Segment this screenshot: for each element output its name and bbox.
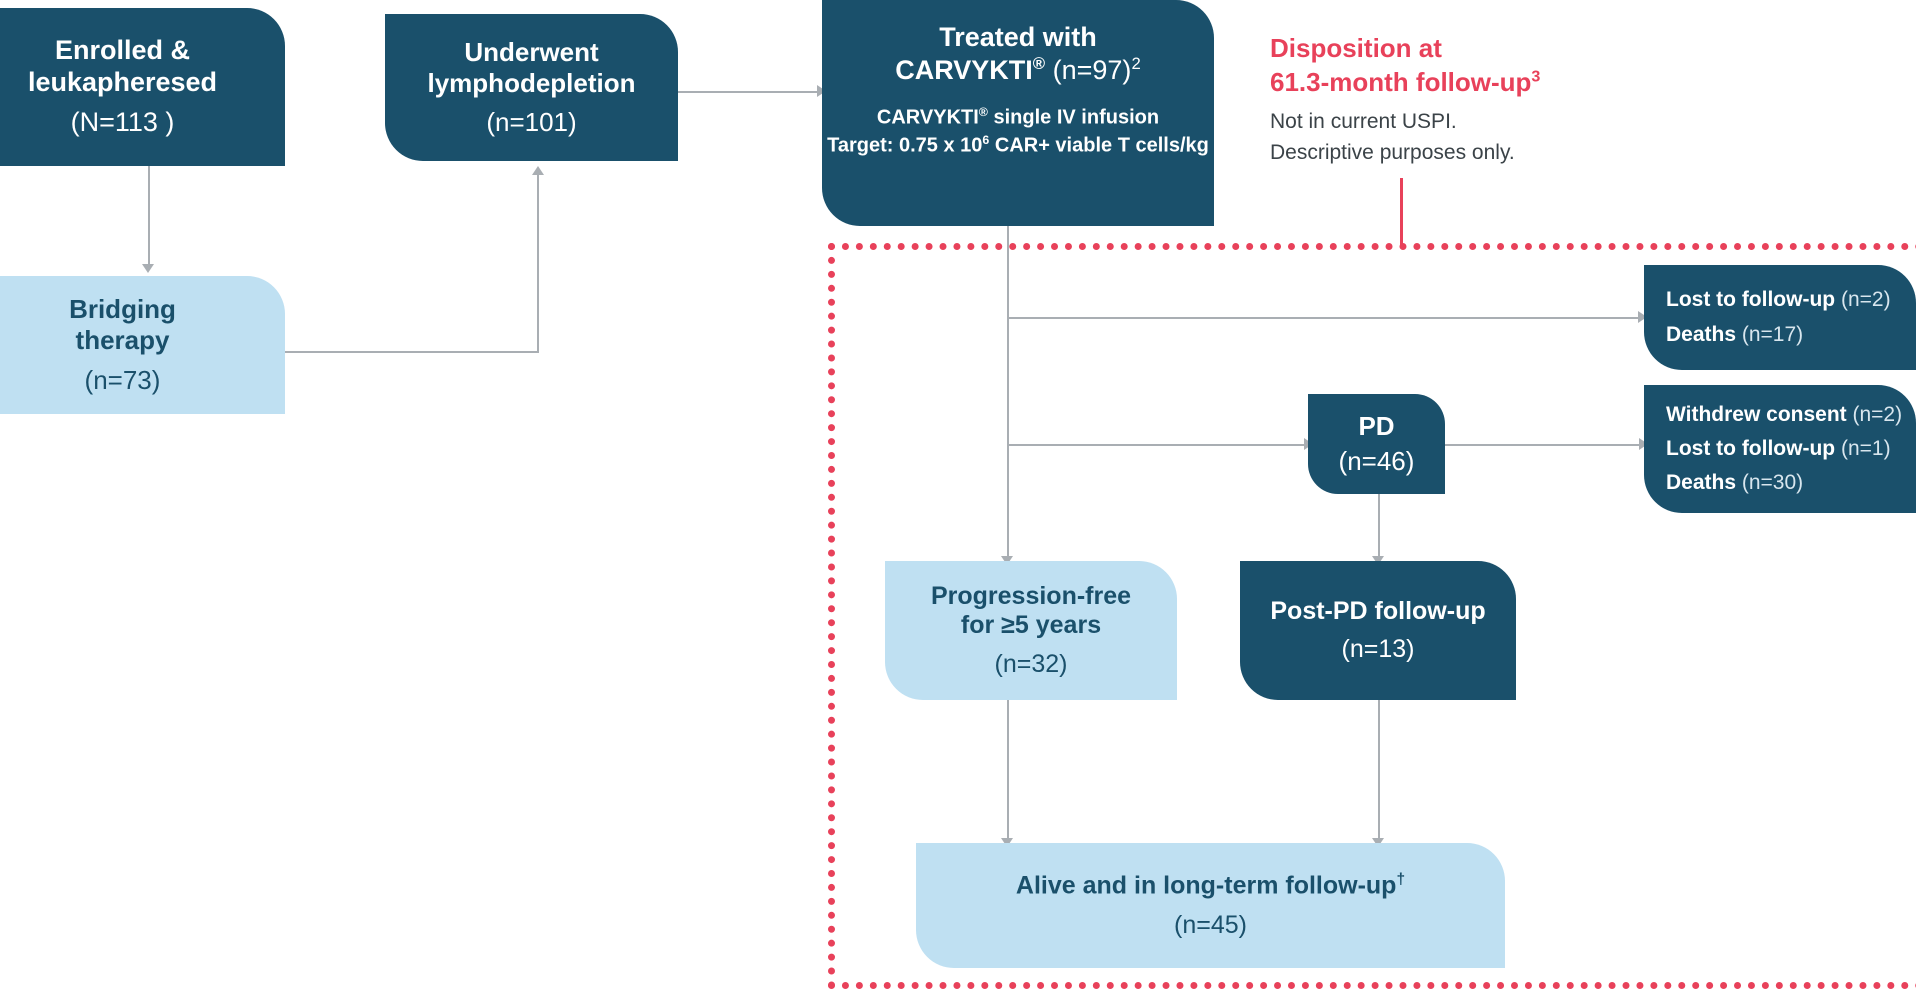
node-progression-free-count: (n=32) bbox=[994, 649, 1068, 678]
outcome-value: (n=30) bbox=[1736, 471, 1804, 494]
callout-heading-line1: Disposition at bbox=[1270, 33, 1442, 63]
outcome-value: (n=1) bbox=[1835, 436, 1891, 460]
arrowhead-treated-to-progression-free bbox=[1001, 556, 1013, 565]
node-alive-long-term-followup[interactable]: Alive and in long-term follow-up† (n=45) bbox=[916, 843, 1505, 968]
node-treated-title-line1: Treated with bbox=[939, 22, 1097, 52]
connector-treated-trunk bbox=[1007, 226, 1009, 560]
arrowhead-bridging-to-lymphodepletion bbox=[532, 166, 544, 175]
node-pd-count: (n=46) bbox=[1338, 446, 1415, 476]
node-underwent-lymphodepletion[interactable]: Underwent lymphodepletion (n=101) bbox=[385, 14, 678, 161]
outcome-box-pre-pd[interactable]: Lost to follow-up (n=2) Deaths (n=17) bbox=[1644, 265, 1916, 370]
callout-heading-text: 61.3-month follow-up bbox=[1270, 66, 1532, 97]
arrowhead-lymphodepletion-to-treated bbox=[817, 85, 826, 97]
outcome-label: Deaths bbox=[1666, 471, 1737, 494]
connector-post-pd-to-alive bbox=[1378, 700, 1380, 842]
connector-enrolled-to-bridging bbox=[148, 166, 150, 264]
node-post-pd-title: Post-PD follow-up bbox=[1270, 596, 1486, 625]
node-treated-ref: 2 bbox=[1131, 53, 1141, 73]
outcome-label: Withdrew consent bbox=[1666, 402, 1847, 426]
registered-mark-icon-2: ® bbox=[978, 104, 988, 119]
disposition-region-outline bbox=[828, 243, 1916, 989]
node-bridging-count: (n=73) bbox=[84, 364, 161, 395]
node-treated-count: (n=97) bbox=[1045, 54, 1132, 85]
node-progression-free-title-line1: Progression-free bbox=[930, 581, 1132, 610]
callout-heading-ref: 3 bbox=[1531, 67, 1541, 86]
callout-body-line2: Descriptive purposes only. bbox=[1270, 140, 1515, 164]
outcome-value: (n=2) bbox=[1846, 402, 1903, 426]
outcome-label: Deaths bbox=[1666, 322, 1737, 346]
connector-bridging-to-lymphodepletion-v bbox=[537, 175, 539, 353]
outcome-row: Deaths (n=30) bbox=[1666, 466, 1916, 500]
outcome-row: Deaths (n=17) bbox=[1666, 318, 1916, 352]
node-treated-target-exponent: 6 bbox=[982, 132, 990, 147]
arrowhead-post-pd-to-alive bbox=[1372, 838, 1384, 847]
callout-heading-line2: 61.3-month follow-up3 bbox=[1270, 66, 1690, 100]
connector-bridging-to-lymphodepletion-h bbox=[284, 351, 539, 353]
node-bridging-therapy[interactable]: Bridging therapy (n=73) bbox=[0, 276, 285, 414]
callout-connector-line bbox=[1400, 178, 1403, 246]
node-post-pd-count: (n=13) bbox=[1341, 635, 1415, 663]
connector-pd-to-post-pd-outcomes bbox=[1444, 444, 1640, 446]
node-enrolled-count: (N=113 ) bbox=[70, 107, 175, 138]
node-post-pd-followup[interactable]: Post-PD follow-up (n=13) bbox=[1240, 561, 1516, 700]
connector-lymphodepletion-to-treated bbox=[678, 91, 818, 93]
registered-mark-icon: ® bbox=[1032, 53, 1046, 73]
arrowhead-pd-to-post-pd-outcomes bbox=[1639, 438, 1648, 450]
node-bridging-title-line1: Bridging bbox=[69, 294, 176, 325]
connector-trunk-to-pre-pd-outcomes bbox=[1007, 317, 1639, 319]
node-enrolled-leukapheresed[interactable]: Enrolled & leukapheresed (N=113 ) bbox=[0, 8, 285, 166]
outcome-row: Withdrew consent (n=2) bbox=[1666, 398, 1916, 432]
outcome-row: Lost to follow-up (n=2) bbox=[1666, 283, 1916, 317]
node-alive-title-text: Alive and in long-term follow-up bbox=[1015, 871, 1397, 900]
connector-progression-free-to-alive bbox=[1007, 700, 1009, 842]
node-progression-free-title-line2: for ≥5 years bbox=[960, 611, 1102, 640]
outcome-value: (n=2) bbox=[1835, 288, 1891, 312]
arrowhead-progression-free-to-alive bbox=[1001, 838, 1013, 847]
node-treated-detail-line2: Target: 0.75 x 106 CAR+ viable T cells/k… bbox=[827, 133, 1209, 158]
node-treated-target-suffix: CAR+ viable T cells/kg bbox=[989, 134, 1209, 157]
node-lymphodepletion-title-line1: Underwent bbox=[464, 36, 599, 67]
node-treated-brand: CARVYKTI bbox=[895, 54, 1033, 85]
disposition-callout: Disposition at 61.3-month follow-up3 Not… bbox=[1270, 32, 1690, 168]
callout-body-line1: Not in current USPI. bbox=[1270, 109, 1457, 133]
node-lymphodepletion-title-line2: lymphodepletion bbox=[427, 67, 636, 98]
node-alive-title: Alive and in long-term follow-up† bbox=[1016, 871, 1405, 901]
arrowhead-trunk-to-pre-pd-outcomes bbox=[1638, 311, 1647, 323]
connector-pd-to-post-pd-followup bbox=[1378, 494, 1380, 560]
node-alive-title-dagger: † bbox=[1396, 870, 1406, 888]
outcome-box-post-pd[interactable]: Withdrew consent (n=2) Lost to follow-up… bbox=[1644, 385, 1916, 513]
node-pd-title: PD bbox=[1358, 411, 1395, 442]
node-treated-detail-rest: single IV infusion bbox=[987, 106, 1160, 129]
connector-trunk-to-pd bbox=[1007, 444, 1305, 446]
node-alive-count: (n=45) bbox=[1174, 910, 1247, 939]
outcome-label: Lost to follow-up bbox=[1666, 288, 1836, 312]
node-enrolled-title-line2: leukapheresed bbox=[27, 66, 218, 97]
node-pd[interactable]: PD (n=46) bbox=[1308, 394, 1445, 494]
node-lymphodepletion-count: (n=101) bbox=[486, 107, 577, 138]
node-bridging-title-line2: therapy bbox=[75, 325, 170, 356]
node-treated-detail-brand: CARVYKTI bbox=[876, 106, 979, 129]
arrowhead-pd-to-post-pd-followup bbox=[1372, 556, 1384, 565]
node-progression-free[interactable]: Progression-free for ≥5 years (n=32) bbox=[885, 561, 1177, 700]
outcome-value: (n=17) bbox=[1736, 322, 1804, 346]
outcome-label: Lost to follow-up bbox=[1666, 436, 1836, 460]
node-treated-title-line2: CARVYKTI® (n=97)2 bbox=[895, 54, 1141, 87]
node-treated-with-carvykti[interactable]: Treated with CARVYKTI® (n=97)2 CARVYKTI®… bbox=[822, 0, 1214, 226]
arrowhead-enrolled-to-bridging bbox=[142, 264, 154, 273]
node-enrolled-title-line1: Enrolled & bbox=[54, 34, 190, 65]
node-treated-target-prefix: Target: 0.75 x 10 bbox=[827, 134, 983, 157]
outcome-row: Lost to follow-up (n=1) bbox=[1666, 432, 1916, 466]
node-treated-detail-line1: CARVYKTI® single IV infusion bbox=[877, 105, 1159, 130]
